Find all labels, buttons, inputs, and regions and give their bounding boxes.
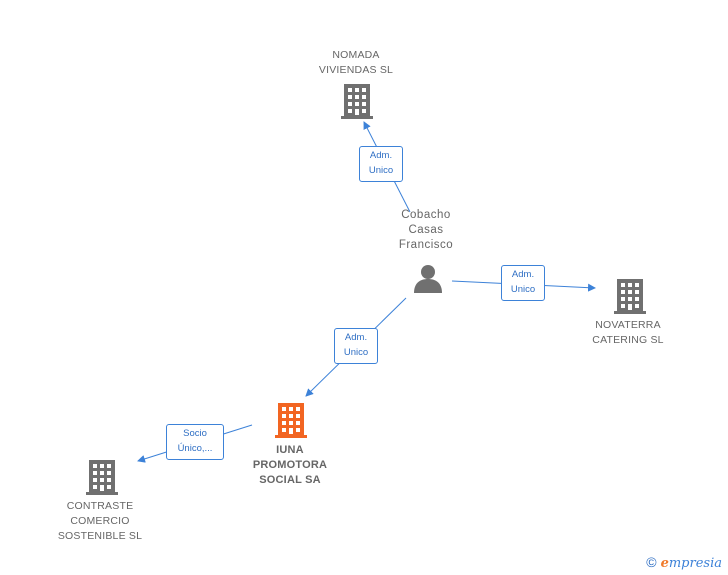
node-iuna-line1: IUNA <box>276 444 304 456</box>
node-contraste-line3: SOSTENIBLE SL <box>57 530 143 542</box>
node-iuna-line2: PROMOTORA <box>252 459 328 471</box>
node-contraste-line1: CONTRASTE <box>66 500 134 512</box>
person-line2: Casas <box>408 224 444 236</box>
edge-label-line2: Unico <box>343 347 369 358</box>
empresia-watermark[interactable]: ©empresia <box>646 554 722 571</box>
brand-logo: empresia <box>661 556 722 571</box>
building-icon[interactable] <box>275 403 307 439</box>
edge-label-to-nomada[interactable]: Adm. Unico <box>359 146 403 182</box>
node-novaterra-label[interactable]: NOVATERRA CATERING SL <box>568 318 688 348</box>
person-icon[interactable] <box>413 263 443 293</box>
node-nomada-label[interactable]: NOMADA VIVIENDAS SL <box>296 48 416 78</box>
edge-label-line2: Unico <box>368 165 394 176</box>
edge-label-to-novaterra[interactable]: Adm. Unico <box>501 265 545 301</box>
edge-label-line1: Adm. <box>344 332 368 343</box>
building-icon[interactable] <box>341 84 373 120</box>
node-novaterra-line2: CATERING SL <box>592 334 664 346</box>
edge-label-to-contraste[interactable]: Socio Único,... <box>166 424 224 460</box>
building-icon[interactable] <box>86 460 118 496</box>
edge-label-line1: Adm. <box>511 269 535 280</box>
person-label[interactable]: Cobacho Casas Francisco <box>376 208 476 253</box>
node-contraste-line2: COMERCIO <box>70 515 130 527</box>
node-nomada-line1: NOMADA <box>332 49 380 61</box>
node-nomada-line2: VIVIENDAS SL <box>318 64 394 76</box>
node-iuna-label[interactable]: IUNA PROMOTORA SOCIAL SA <box>238 443 342 488</box>
node-novaterra-line1: NOVATERRA <box>595 319 661 331</box>
person-line1: Cobacho <box>401 209 451 221</box>
brand-rest: mpresia <box>668 556 722 571</box>
person-line3: Francisco <box>398 239 454 251</box>
edge-label-line1: Socio <box>183 428 207 439</box>
edge-label-line2: Unico <box>510 284 536 295</box>
edge-label-line2: Único,... <box>177 443 213 454</box>
brand-e: e <box>660 556 669 571</box>
copyright-symbol: © <box>646 554 657 570</box>
node-contraste-label[interactable]: CONTRASTE COMERCIO SOSTENIBLE SL <box>40 499 160 544</box>
node-iuna-line3: SOCIAL SA <box>259 474 321 486</box>
edge-label-to-iuna[interactable]: Adm. Unico <box>334 328 378 364</box>
edge-label-line1: Adm. <box>369 150 393 161</box>
building-icon[interactable] <box>614 279 646 315</box>
